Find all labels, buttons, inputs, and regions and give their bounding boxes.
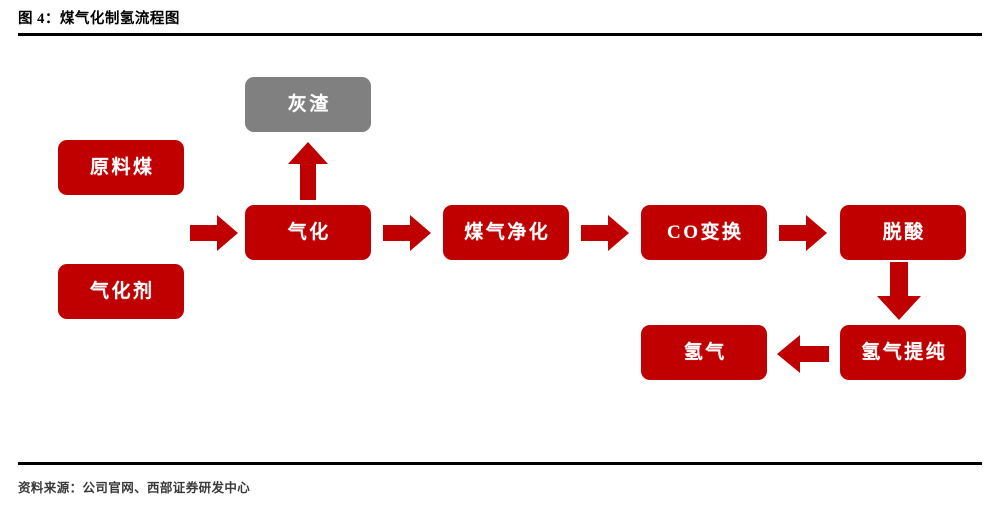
flowchart-canvas: 原料煤 气化剂 灰渣 气化 煤气净化 CO变换 脱酸 氢气提纯 氢气	[0, 40, 1000, 455]
node-ash-slag[interactable]: 灰渣	[245, 77, 371, 132]
node-label: 氢气提纯	[861, 342, 948, 363]
node-gas-purification[interactable]: 煤气净化	[443, 205, 569, 260]
node-label: 灰渣	[287, 94, 331, 115]
node-gasifying-agent[interactable]: 气化剂	[58, 264, 184, 319]
node-deacidification[interactable]: 脱酸	[840, 205, 966, 260]
arrow-up-icon-gasification-to-ash	[288, 142, 328, 200]
header-divider	[18, 33, 982, 36]
node-gasification[interactable]: 气化	[245, 205, 371, 260]
node-co-shift[interactable]: CO变换	[641, 205, 767, 260]
arrow-right-icon-gasification-to-purification	[383, 215, 431, 251]
page-title: 图 4：煤气化制氢流程图	[18, 11, 180, 27]
node-raw-coal[interactable]: 原料煤	[58, 140, 184, 195]
arrow-right-icon-feedstock-to-gasification	[190, 215, 238, 251]
arrow-down-icon-deacidification-to-purification	[877, 262, 921, 320]
node-label: 氢气	[683, 342, 727, 363]
node-label: 气化剂	[89, 281, 155, 302]
footer-divider	[18, 462, 982, 465]
node-hydrogen[interactable]: 氢气	[641, 325, 767, 380]
arrow-right-icon-purification-to-co-shift	[581, 215, 629, 251]
node-label: CO变换	[666, 222, 744, 243]
figure-source: 资料来源：公司官网、西部证券研发中心	[18, 481, 251, 495]
node-label: 脱酸	[882, 222, 926, 243]
arrow-right-icon-co-shift-to-deacidification	[779, 215, 827, 251]
node-label: 煤气净化	[464, 222, 551, 243]
arrow-left-icon-hydrogen-purification-to-hydrogen	[777, 335, 829, 373]
node-label: 气化	[287, 222, 331, 243]
node-label: 原料煤	[89, 157, 155, 178]
node-hydrogen-purification[interactable]: 氢气提纯	[840, 325, 966, 380]
